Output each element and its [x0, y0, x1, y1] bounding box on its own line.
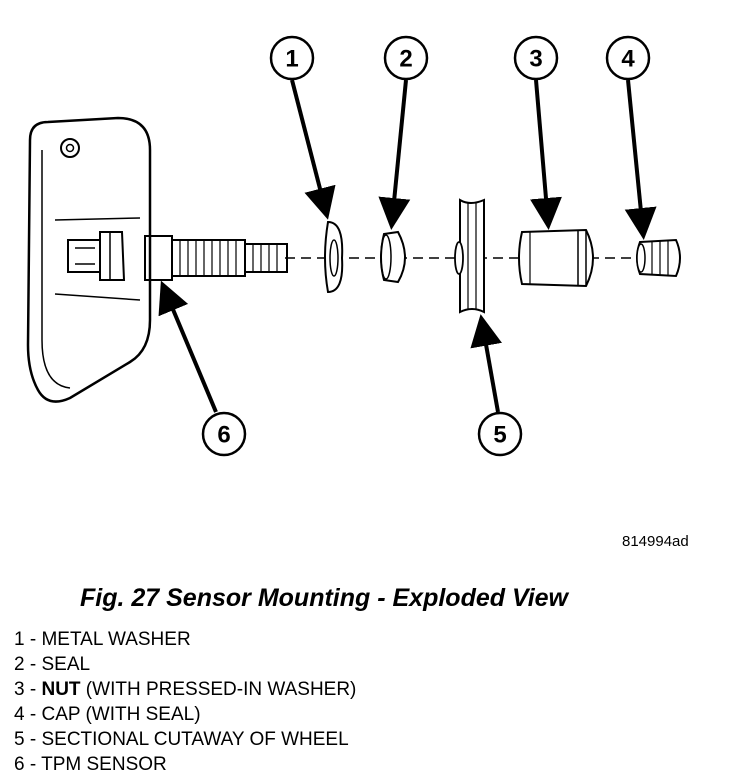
legend-num: 5 [14, 729, 25, 750]
figure-id: 814994ad [622, 533, 689, 550]
callout-circle-1 [269, 35, 315, 81]
legend-text: SECTIONAL CUTAWAY OF WHEEL [41, 729, 349, 750]
legend-num: 2 [14, 654, 25, 675]
legend-num: 3 [14, 679, 25, 700]
legend-list: 1 - METAL WASHER 2 - SEAL 3 - NUT (WITH … [14, 627, 356, 777]
tpm-sensor-part [26, 116, 288, 403]
legend-text: METAL WASHER [41, 629, 191, 650]
callout-circle-4 [605, 35, 651, 81]
callout-label-3: 3 [529, 46, 542, 73]
exploded-view-diagram: 1 2 3 4 5 6 [26, 35, 681, 457]
callout-circle-2 [383, 35, 429, 81]
callout-label-5: 5 [493, 422, 506, 449]
legend-bold: NUT [41, 679, 81, 700]
callout-label-6: 6 [217, 422, 230, 449]
figure-title: Fig. 27 Sensor Mounting - Exploded View [80, 584, 569, 612]
callout-circle-3 [513, 35, 559, 81]
nut-part [518, 228, 594, 288]
callout-circle-6 [201, 411, 247, 457]
callout-circle-5 [477, 411, 523, 457]
legend-item: 3 - NUT (WITH PRESSED-IN WASHER) [14, 679, 357, 700]
callout-label-2: 2 [399, 46, 412, 73]
seal-part [380, 230, 406, 284]
wheel-cutaway-part [454, 198, 485, 314]
legend-item: 6 - TPM SENSOR [14, 754, 167, 775]
legend-item: 1 - METAL WASHER [14, 629, 191, 650]
legend-text: CAP (WITH SEAL) [41, 704, 201, 725]
legend-item: 2 - SEAL [14, 654, 91, 675]
legend-num: 4 [14, 704, 25, 725]
legend-item: 4 - CAP (WITH SEAL) [14, 704, 201, 725]
metal-washer-part [324, 220, 344, 294]
callout-label-1: 1 [285, 46, 298, 73]
legend-text: TPM SENSOR [41, 754, 167, 775]
legend-text: SEAL [41, 654, 91, 675]
legend-text: (WITH PRESSED-IN WASHER) [80, 679, 357, 700]
cap-part [636, 238, 681, 278]
callout-label-4: 4 [621, 46, 635, 73]
legend-num: 1 [14, 629, 25, 650]
legend-num: 6 [14, 754, 25, 775]
callout-arrows [158, 79, 657, 413]
legend-item: 5 - SECTIONAL CUTAWAY OF WHEEL [14, 729, 349, 750]
